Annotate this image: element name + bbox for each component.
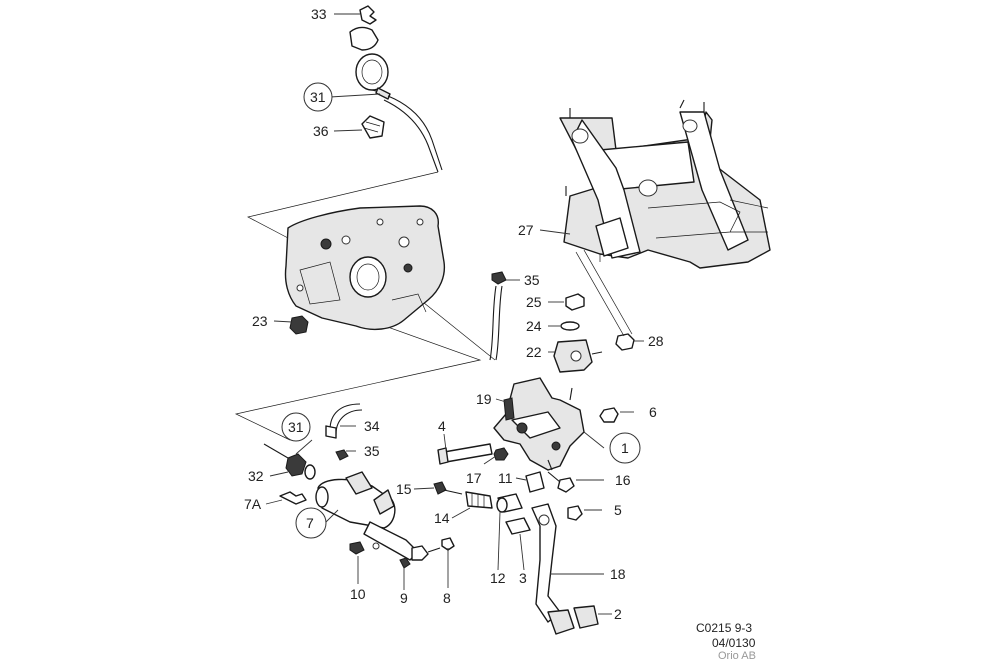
callout-35-bottom: 35 bbox=[364, 443, 380, 459]
callout-1: 1 bbox=[621, 440, 629, 456]
bulkhead-panel bbox=[284, 205, 446, 331]
callout-16: 16 bbox=[615, 472, 631, 488]
pedal-bracket-frame bbox=[559, 99, 771, 269]
callout-circle-7 bbox=[295, 507, 327, 539]
callout-31-bottom: 31 bbox=[288, 419, 304, 435]
callout-2: 2 bbox=[614, 606, 622, 622]
callout-6: 6 bbox=[649, 404, 657, 420]
callout-circle-1 bbox=[609, 432, 641, 464]
callout-circle-31a bbox=[303, 82, 333, 112]
callout-leaders bbox=[265, 13, 644, 615]
clutch-pedal-arm bbox=[531, 503, 599, 635]
callout-35-top: 35 bbox=[524, 272, 540, 288]
credit-text: Orio AB bbox=[718, 650, 756, 662]
callout-31-top: 31 bbox=[310, 89, 326, 105]
drawing-code-line2: 04/0130 bbox=[712, 636, 756, 650]
callout-11: 11 bbox=[498, 470, 513, 486]
callout-17: 17 bbox=[466, 470, 482, 486]
callout-19: 19 bbox=[476, 391, 492, 407]
pedal-box-assembly bbox=[493, 377, 585, 471]
callout-9: 9 bbox=[400, 590, 408, 606]
clutch-cable-assembly bbox=[349, 5, 443, 173]
callout-10: 10 bbox=[350, 586, 366, 602]
callout-33: 33 bbox=[311, 6, 327, 22]
callout-7: 7 bbox=[306, 515, 314, 531]
callout-23: 23 bbox=[252, 313, 268, 329]
callout-22: 22 bbox=[526, 344, 542, 360]
callout-24: 24 bbox=[526, 318, 542, 334]
master-cylinder bbox=[263, 443, 455, 569]
small-parts bbox=[289, 249, 635, 535]
drawing-code-line1: C0215 9-3 bbox=[696, 621, 752, 635]
callout-5: 5 bbox=[614, 502, 622, 518]
callout-15: 15 bbox=[396, 481, 412, 497]
callout-circle-31b bbox=[281, 412, 311, 442]
callout-4: 4 bbox=[438, 418, 446, 434]
callout-27: 27 bbox=[518, 222, 534, 238]
callout-14: 14 bbox=[434, 510, 450, 526]
callout-7A: 7A bbox=[244, 496, 262, 512]
callout-25: 25 bbox=[526, 294, 542, 310]
callout-12: 12 bbox=[490, 570, 506, 586]
callout-3: 3 bbox=[519, 570, 527, 586]
callout-8: 8 bbox=[443, 590, 451, 606]
callout-32: 32 bbox=[248, 468, 264, 484]
callout-36: 36 bbox=[313, 123, 329, 139]
callout-18: 18 bbox=[610, 566, 626, 582]
callout-34: 34 bbox=[364, 418, 380, 434]
callout-28: 28 bbox=[648, 333, 664, 349]
